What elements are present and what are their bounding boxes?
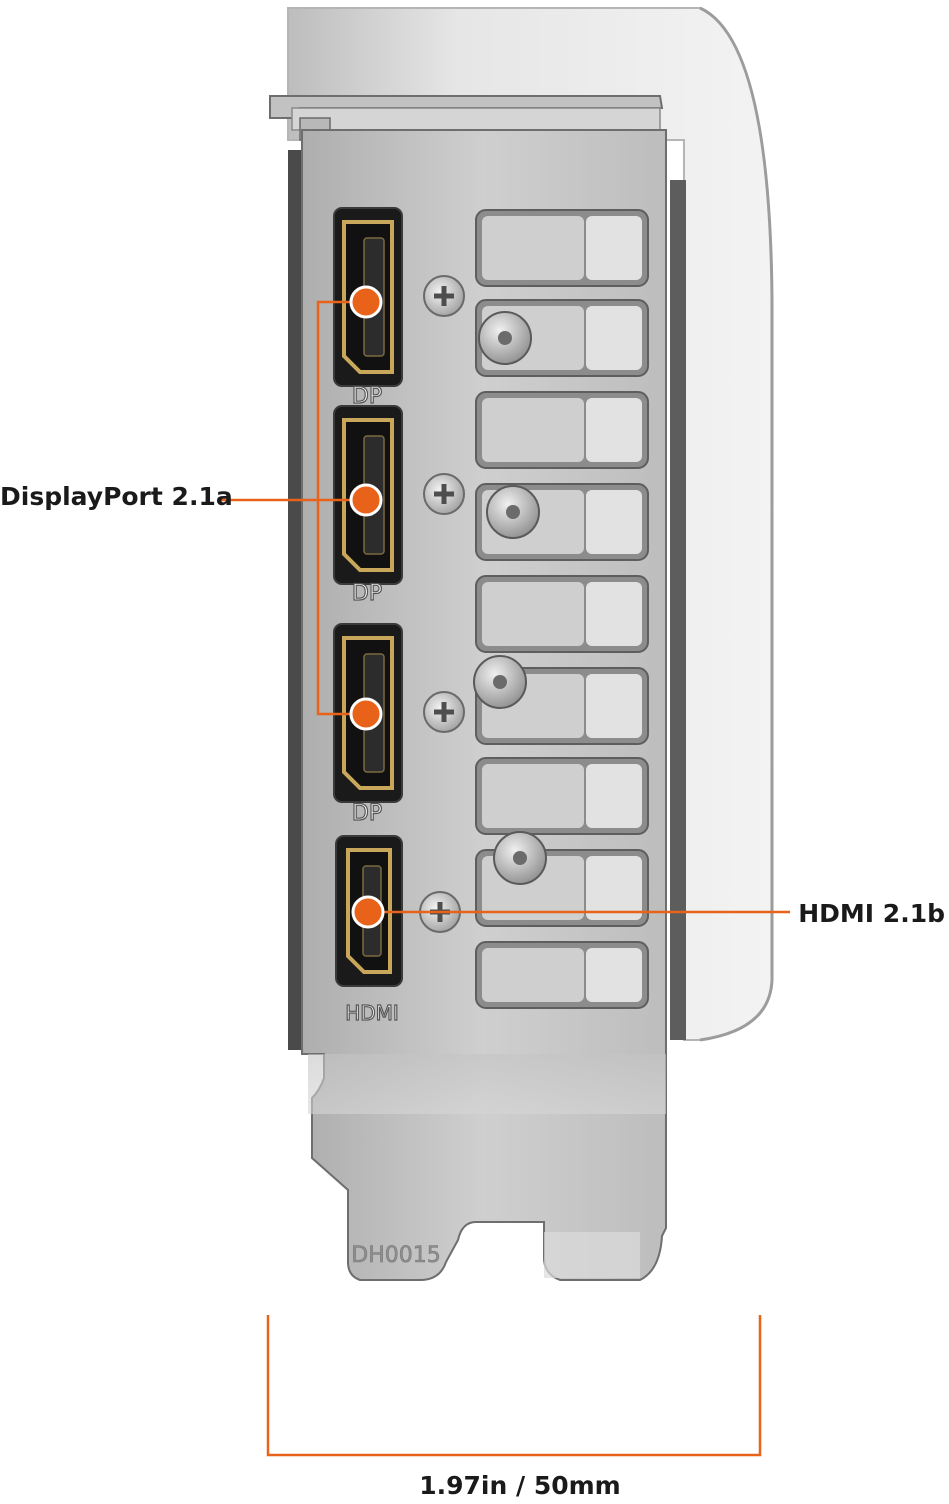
vent-slot bbox=[475, 209, 649, 287]
vent-slot-inner-right bbox=[586, 948, 642, 1002]
vent-slot-inner-right bbox=[586, 398, 642, 462]
port-label-dp-3: DP bbox=[352, 801, 382, 826]
dimension-label: 1.97in / 50mm bbox=[419, 1471, 621, 1500]
port-markers bbox=[349, 285, 385, 929]
hdmi-callout: HDMI 2.1b bbox=[798, 899, 945, 928]
vent-slot-inner-left bbox=[482, 764, 584, 828]
standoff bbox=[473, 655, 527, 709]
marker-dp-3 bbox=[349, 697, 383, 731]
vent-slot bbox=[475, 575, 649, 653]
marker-dp-1 bbox=[349, 285, 383, 319]
dimension-bracket bbox=[266, 1315, 762, 1457]
standoff bbox=[493, 831, 547, 885]
standoff-hole bbox=[506, 505, 520, 519]
vent-slot-inner-left bbox=[482, 948, 584, 1002]
marker-dp-2 bbox=[349, 483, 383, 517]
port-label-hdmi: HDMI bbox=[345, 1001, 399, 1025]
screw-slot-v bbox=[441, 286, 447, 306]
vent-slot-inner-right bbox=[586, 490, 642, 554]
vent-slot-inner-right bbox=[586, 216, 642, 280]
vent-slot-inner-right bbox=[586, 582, 642, 646]
vent-slot-inner-left bbox=[482, 398, 584, 462]
vent-slot-inner-left bbox=[482, 582, 584, 646]
vent-slot-inner-right bbox=[586, 306, 642, 370]
vent-slot bbox=[475, 757, 649, 835]
port-label-dp-1: DP bbox=[352, 384, 382, 409]
vent-slot-inner-right bbox=[586, 674, 642, 738]
standoff bbox=[478, 311, 532, 365]
port-label-dp-2: DP bbox=[352, 581, 382, 606]
bracket-code: DH0015 bbox=[351, 1243, 440, 1268]
marker-hdmi bbox=[351, 895, 385, 929]
vent-slot-inner-left bbox=[482, 216, 584, 280]
displayport-callout: DisplayPort 2.1a bbox=[0, 482, 233, 511]
screw-slot-v bbox=[441, 484, 447, 504]
screw bbox=[423, 473, 465, 515]
vent-slot bbox=[475, 941, 649, 1009]
standoff-hole bbox=[493, 675, 507, 689]
standoff-hole bbox=[498, 331, 512, 345]
standoffs bbox=[473, 311, 547, 885]
standoff bbox=[486, 485, 540, 539]
standoff-hole bbox=[513, 851, 527, 865]
vent-slot-inner-right bbox=[586, 764, 642, 828]
vent-slot bbox=[475, 391, 649, 469]
screw bbox=[423, 691, 465, 733]
vent-slot-inner-right bbox=[586, 856, 642, 920]
screw bbox=[423, 275, 465, 317]
screw-slot-v bbox=[441, 702, 447, 722]
